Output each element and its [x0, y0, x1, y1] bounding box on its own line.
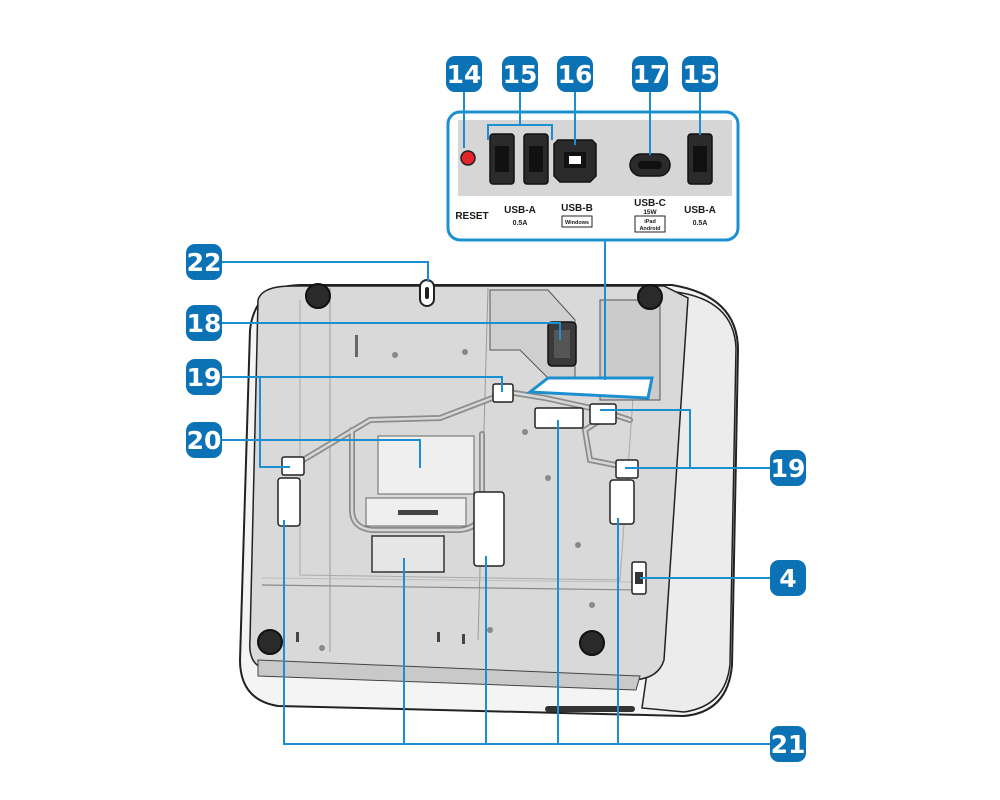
cable-connector [547, 321, 577, 367]
callout-17: 17 [632, 56, 668, 92]
leader-lines [222, 90, 770, 745]
usb-c-power: 15W [643, 209, 657, 216]
svg-text:21: 21 [771, 730, 806, 759]
callout-15-right: 15 [682, 56, 718, 92]
callout-21: 21 [770, 726, 806, 762]
usb-b-note: Windows [565, 220, 589, 226]
reset-button [460, 150, 476, 166]
svg-text:20: 20 [187, 426, 222, 455]
svg-text:19: 19 [187, 363, 222, 392]
callout-19-right: 19 [770, 450, 806, 486]
svg-text:17: 17 [633, 60, 668, 89]
callout-19-left: 19 [186, 359, 222, 395]
port-panel-cutout [525, 376, 654, 400]
usb-a-left-power: 0.5A [513, 220, 528, 227]
usb-a-right-label: USB-A [684, 205, 716, 216]
callout-16: 16 [557, 56, 593, 92]
top-latch [419, 279, 435, 307]
rubber-feet [257, 283, 663, 656]
callout-15-left: 15 [502, 56, 538, 92]
svg-text:16: 16 [558, 60, 593, 89]
svg-text:15: 15 [503, 60, 538, 89]
svg-text:18: 18 [187, 309, 222, 338]
usb-c-label: USB-C [634, 198, 666, 209]
usb-c-note-android: Android [639, 226, 660, 232]
callout-22: 22 [186, 244, 222, 280]
port-panel: RESET USB-A 0.5A USB-B Windows USB-C 15W… [446, 110, 740, 242]
svg-text:19: 19 [771, 454, 806, 483]
svg-text:4: 4 [779, 564, 796, 593]
callout-18: 18 [186, 305, 222, 341]
cable-slots [277, 407, 635, 567]
svg-text:22: 22 [187, 248, 222, 277]
reset-label: RESET [455, 211, 488, 222]
callout-20: 20 [186, 422, 222, 458]
usb-b-label: USB-B [561, 203, 593, 214]
center-label [365, 435, 475, 573]
usb-a-left-label: USB-A [504, 205, 536, 216]
svg-text:15: 15 [683, 60, 718, 89]
callout-14: 14 [446, 56, 482, 92]
svg-text:14: 14 [447, 60, 482, 89]
callout-4: 4 [770, 560, 806, 596]
usb-c-note-ipad: iPad [644, 219, 656, 225]
usb-a-right-power: 0.5A [693, 220, 708, 227]
